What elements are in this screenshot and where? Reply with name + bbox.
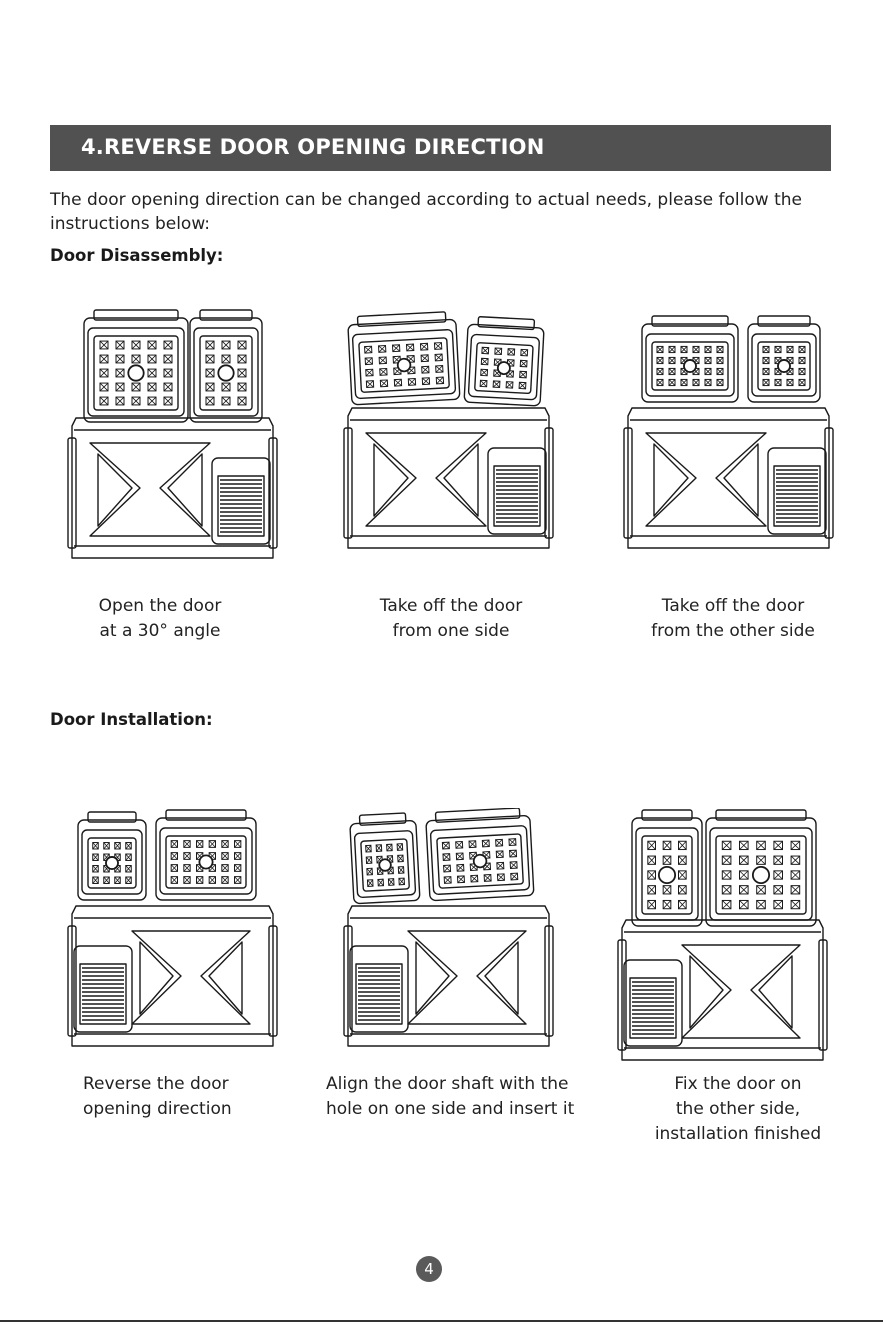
fridge-figure-installation-2 (336, 808, 561, 1063)
caption-line: hole on one side and insert it (326, 1097, 574, 1122)
fridge-figure-disassembly-2 (336, 300, 561, 565)
section-title: 4.REVERSE DOOR OPENING DIRECTION (81, 135, 545, 159)
caption-installation-1: Reverse the door opening direction (83, 1072, 232, 1122)
caption-line: Take off the door (351, 594, 551, 619)
caption-line: from one side (351, 619, 551, 644)
caption-line: the other side, (638, 1097, 838, 1122)
fridge-figure-disassembly-1 (60, 300, 285, 565)
fridge-figure-installation-1 (60, 808, 285, 1063)
caption-disassembly-1: Open the door at a 30° angle (60, 594, 260, 644)
caption-disassembly-2: Take off the door from one side (351, 594, 551, 644)
caption-line: Fix the door on (638, 1072, 838, 1097)
caption-line: from the other side (633, 619, 833, 644)
caption-line: opening direction (83, 1097, 232, 1122)
caption-line: Take off the door (633, 594, 833, 619)
disassembly-title: Door Disassembly: (50, 246, 223, 265)
intro-paragraph: The door opening direction can be change… (50, 188, 840, 236)
caption-disassembly-3: Take off the door from the other side (633, 594, 833, 644)
bottom-rule (0, 1320, 883, 1322)
fridge-figure-disassembly-3 (616, 300, 841, 565)
caption-line: Open the door (60, 594, 260, 619)
caption-line: installation finished (638, 1122, 838, 1147)
intro-line-1: The door opening direction can be change… (50, 188, 840, 212)
page-number-badge: 4 (416, 1256, 442, 1282)
section-header-bar: 4.REVERSE DOOR OPENING DIRECTION (50, 125, 831, 171)
caption-installation-2: Align the door shaft with the hole on on… (326, 1072, 574, 1122)
caption-installation-3: Fix the door on the other side, installa… (638, 1072, 838, 1147)
installation-title: Door Installation: (50, 710, 213, 729)
fridge-figure-installation-3 (610, 808, 835, 1063)
caption-line: at a 30° angle (60, 619, 260, 644)
caption-line: Align the door shaft with the (326, 1072, 574, 1097)
caption-line: Reverse the door (83, 1072, 232, 1097)
intro-line-2: instructions below: (50, 212, 840, 236)
